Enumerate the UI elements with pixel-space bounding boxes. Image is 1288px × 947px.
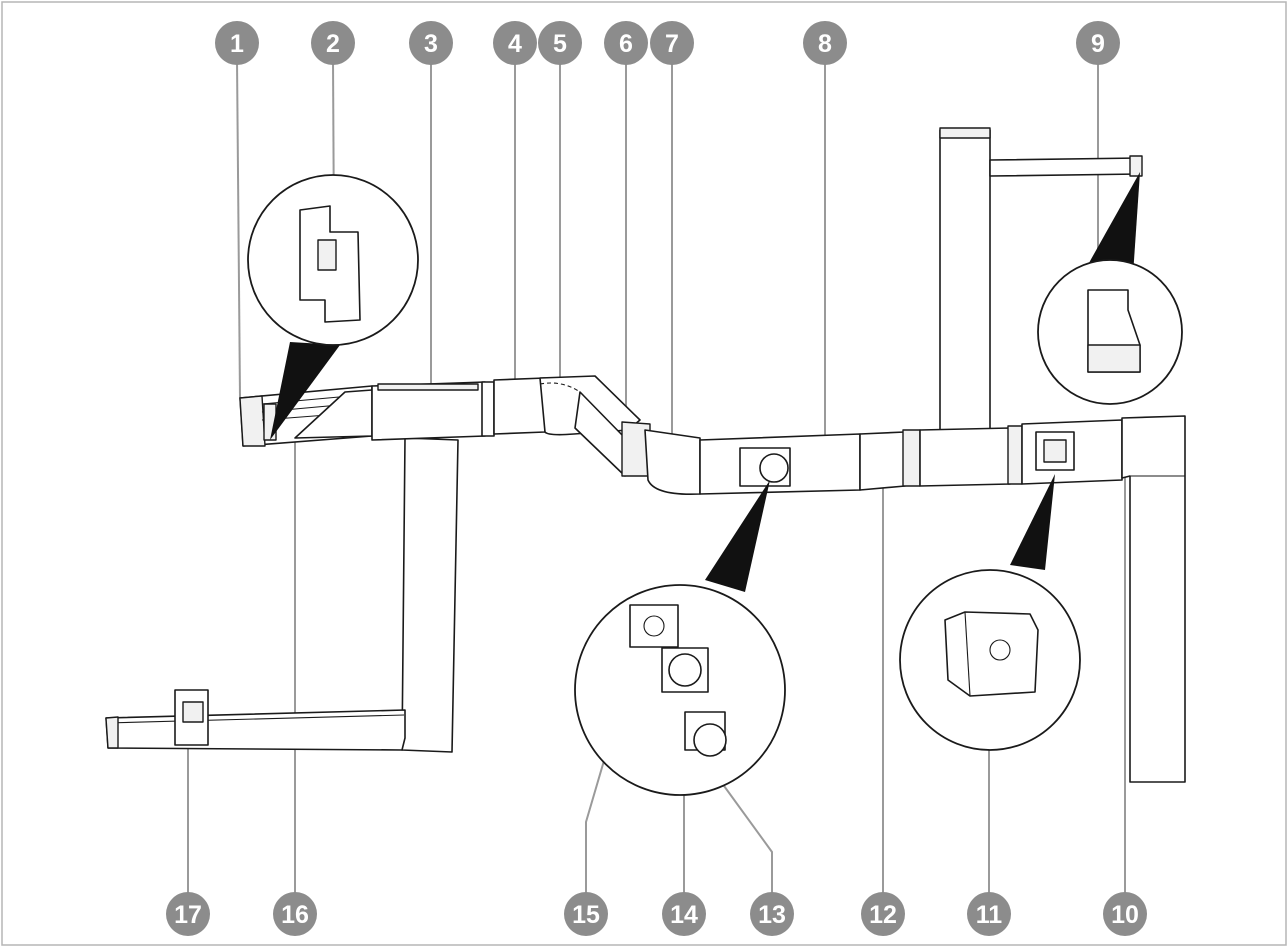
callout-2-bubble [311,21,355,65]
callout-7-label: 7 [665,30,679,58]
left-end-cap [239,395,266,447]
detail-clip-inner [317,239,337,271]
callout-17-label: 17 [174,901,202,929]
detail-socket-plate-hole [668,653,702,687]
callout-14-bubble [662,892,706,936]
callout-2: 2 [311,21,355,65]
detail-socket-pointer [705,480,770,592]
callout-11-bubble [967,892,1011,936]
callout-15-label: 15 [572,901,600,929]
callout-9-label: 9 [1091,30,1105,58]
callout-3-label: 3 [424,30,438,58]
callout-13: 13 [750,892,794,936]
callout-16-bubble [273,892,317,936]
callout-17: 17 [166,892,210,936]
top-right-conduit [989,157,1141,177]
detail-junction-edge [964,611,971,697]
callout-3: 3 [409,21,453,65]
bottom-outlet-socket [182,701,204,723]
callout-5: 5 [538,21,582,65]
bend-dashed-line [539,382,581,393]
callout-11-label: 11 [976,901,1003,929]
right-corner-drop [1121,415,1186,783]
callout-13-bubble [750,892,794,936]
callout-7-bubble [650,21,694,65]
detail-socket [574,480,786,796]
bottom-run-end-cap [105,716,119,749]
corner-piece-7 [644,429,701,496]
detail-socket-box-15 [629,604,679,648]
callout-11: 11 [967,892,1011,936]
detail-conduit-pointer [1085,172,1140,275]
callout-15: 15 [564,892,608,936]
detail-socket-cap-13 [693,723,727,757]
riser-top-cap [939,127,991,139]
callout-8-bubble [803,21,847,65]
leader-13 [710,767,773,895]
left-vertical-drop [401,437,459,753]
callout-13-label: 13 [758,901,786,929]
callout-7: 7 [650,21,694,65]
callout-16-label: 16 [281,901,309,929]
callout-5-label: 5 [553,30,567,58]
vertical-riser [939,129,991,435]
detail-conduit-lower [1087,344,1141,373]
trunking-section-12 [859,431,906,491]
socket-cap-8 [759,453,789,483]
detail-socket-box-terminal [643,615,665,637]
callout-9-bubble [1076,21,1120,65]
callout-1: 1 [215,21,259,65]
callout-12-label: 12 [869,901,897,929]
callout-10-label: 10 [1111,901,1139,929]
callout-6-bubble [604,21,648,65]
callout-1-bubble [215,21,259,65]
callout-4-bubble [493,21,537,65]
detail-conduit-end [1037,172,1183,405]
joint-12 [902,429,921,487]
callout-14: 14 [662,892,706,936]
leader-1 [236,59,241,399]
bottom-run-edge [105,714,405,724]
conduit-end-9 [1129,155,1143,177]
callout-6: 6 [604,21,648,65]
callout-12-bubble [861,892,905,936]
callout-6-label: 6 [619,30,633,58]
joint-right [1007,425,1023,485]
callout-15-bubble [564,892,608,936]
detail-clip-pointer [270,342,340,440]
section-3-top-slot [377,383,479,391]
callout-16: 16 [273,892,317,936]
detail-junction-box [899,474,1081,751]
detail-junction-pointer [1010,474,1055,570]
trunking-assembly [105,127,1186,783]
trunking-section-right [919,427,1011,487]
callout-12: 12 [861,892,905,936]
callout-10: 10 [1103,892,1147,936]
trunking-section-3 [371,381,486,441]
detail-junction-part [944,611,1039,697]
callout-14-label: 14 [670,901,698,929]
callout-1-label: 1 [230,30,244,58]
callout-10-bubble [1103,892,1147,936]
detail-junction-terminal [989,639,1011,661]
detail-clip [247,174,419,440]
junction-box-lid [1043,439,1067,463]
callout-2-label: 2 [326,30,340,58]
callout-8: 8 [803,21,847,65]
callout-17-bubble [166,892,210,936]
callout-3-bubble [409,21,453,65]
joint-3-4 [481,381,495,437]
junction-box-11 [1035,431,1075,471]
callout-4-label: 4 [508,30,522,58]
callout-8-label: 8 [818,30,832,58]
callout-9: 9 [1076,21,1120,65]
callout-5-bubble [538,21,582,65]
callout-4: 4 [493,21,537,65]
trunking-section-4 [493,377,546,435]
